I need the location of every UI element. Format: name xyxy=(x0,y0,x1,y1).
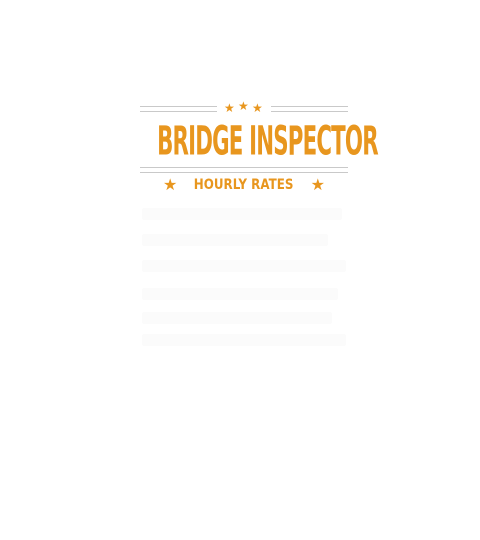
subtitle-row: ★ HOURLY RATES ★ xyxy=(138,176,350,194)
white-text-line xyxy=(142,260,346,272)
white-text-block xyxy=(138,204,350,350)
white-text-line xyxy=(142,334,346,346)
design-title: BRIDGE INSPECTOR xyxy=(157,118,379,166)
star-icon: ★ xyxy=(310,175,325,195)
design-subtitle: HOURLY RATES xyxy=(194,177,294,194)
top-stars: ★ ★ ★ xyxy=(222,100,266,116)
white-text-line xyxy=(142,234,328,246)
white-text-line xyxy=(142,208,342,220)
star-icon: ★ xyxy=(252,101,263,115)
top-ornament: ★ ★ ★ xyxy=(138,100,350,116)
star-icon: ★ xyxy=(163,175,178,195)
white-text-line xyxy=(142,288,338,300)
star-icon: ★ xyxy=(224,101,235,115)
star-icon: ★ xyxy=(238,99,249,113)
tshirt-design: ★ ★ ★ BRIDGE INSPECTOR ★ HOURLY RATES ★ xyxy=(138,100,379,350)
white-text-line xyxy=(142,312,332,324)
left-double-rule xyxy=(140,106,217,112)
under-title-double-rule xyxy=(140,167,348,173)
right-double-rule xyxy=(271,106,348,112)
